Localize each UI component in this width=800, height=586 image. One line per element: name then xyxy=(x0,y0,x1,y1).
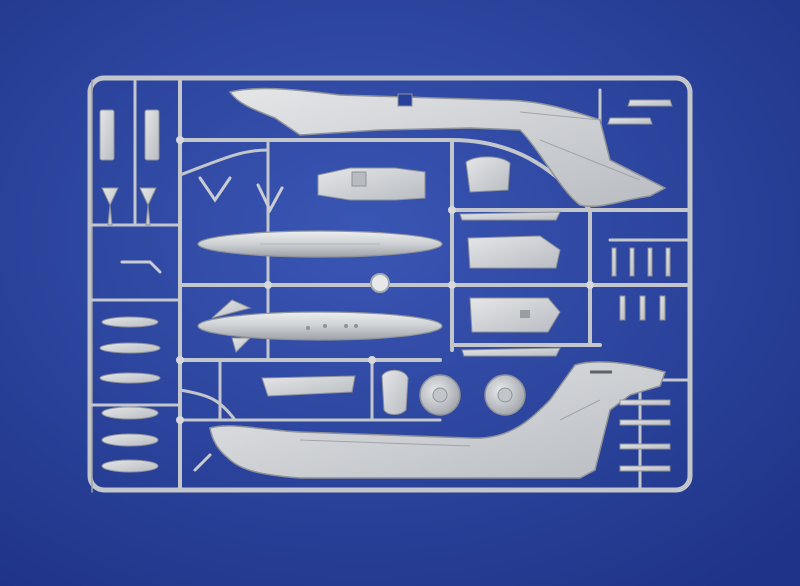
fuselage-half-lower xyxy=(209,361,666,479)
cockpit-tub-part xyxy=(317,167,426,201)
main-wheel-left xyxy=(419,374,461,416)
canopy-panel-part xyxy=(465,156,511,193)
bay-part-1 xyxy=(467,235,561,269)
drop-tank-upper xyxy=(197,230,443,258)
sprue-gates xyxy=(176,136,594,424)
drop-tank-lower xyxy=(197,299,443,353)
main-wheel-right xyxy=(484,374,526,416)
left-column-parts xyxy=(99,109,161,473)
bay-part-2 xyxy=(469,297,561,333)
fuselage-half-upper xyxy=(228,87,667,208)
strut-parts xyxy=(120,176,284,472)
strakes xyxy=(459,211,561,357)
gear-door-part xyxy=(381,369,409,415)
right-column-parts xyxy=(607,99,673,472)
landing-gear-leg xyxy=(261,375,356,397)
